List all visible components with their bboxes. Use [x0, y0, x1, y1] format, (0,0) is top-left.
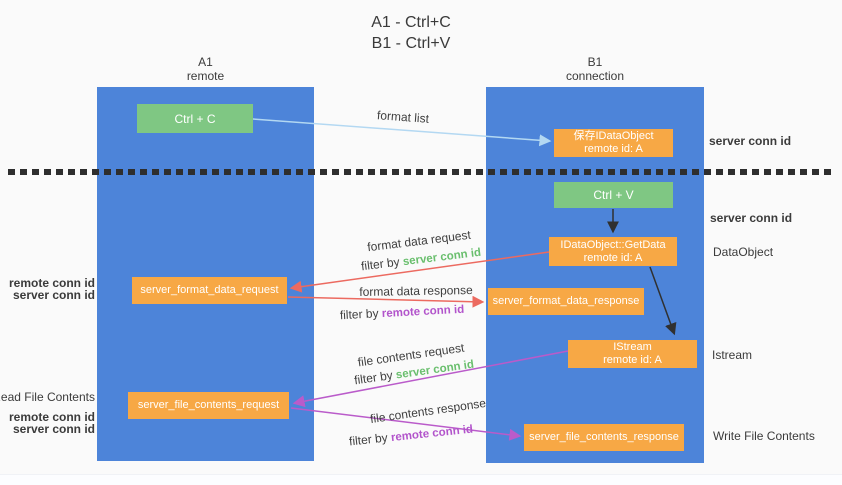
ctrl-c-box: Ctrl + C — [137, 104, 253, 133]
session-separator-line — [8, 169, 834, 175]
write-file-contents-label: Write File Contents — [713, 429, 815, 443]
server-file-contents-response-box: server_file_contents_response — [524, 424, 684, 451]
column-header-a1: A1 remote — [97, 55, 314, 83]
filter-by-text: filter by — [348, 430, 392, 449]
ctrl-c-label: Ctrl + C — [174, 111, 216, 126]
filter-by-remote-conn-id-label-2: filter by remote conn id — [348, 422, 473, 449]
bottom-strip — [0, 474, 842, 485]
server-file-contents-request-label: server_file_contents_request — [137, 399, 280, 411]
server-file-contents-response-label: server_file_contents_response — [529, 431, 679, 443]
format-data-response-label: format data response — [359, 283, 473, 299]
save-idataobject-line1: 保存IDataObject — [573, 130, 654, 142]
remote-conn-id-label-left-2: remote conn id — [8, 410, 95, 424]
column-b1-sublabel: connection — [565, 69, 625, 83]
remote-conn-id-text: remote conn id — [381, 303, 465, 321]
server-conn-id-label-left-2: server conn id — [12, 422, 95, 436]
idataobject-getdata-box: IDataObject::GetData remote id: A — [549, 237, 677, 266]
ctrl-v-box: Ctrl + V — [554, 182, 673, 208]
server-conn-id-label-right-2: server conn id — [710, 211, 793, 225]
column-a1-sublabel: remote — [186, 69, 225, 83]
server-conn-id-label-right-1: server conn id — [709, 134, 792, 148]
dataobject-label: DataObject — [713, 245, 774, 259]
remote-conn-id-text: remote conn id — [390, 423, 474, 445]
column-header-b1: B1 connection — [486, 55, 704, 83]
server-conn-id-text: server conn id — [402, 246, 482, 269]
server-format-data-response-label: server_format_data_response — [492, 295, 640, 307]
filter-by-remote-conn-id-label-1: filter by remote conn id — [339, 302, 464, 322]
server-file-contents-request-box: server_file_contents_request — [128, 392, 289, 419]
istream-box-line2: remote id: A — [603, 354, 662, 366]
column-a1-label: A1 — [198, 55, 213, 69]
format-list-label: format list — [376, 108, 430, 126]
save-idataobject-box: 保存IDataObject remote id: A — [554, 129, 673, 157]
idataobject-getdata-line1: IDataObject::GetData — [560, 238, 666, 251]
istream-box: IStream remote id: A — [568, 340, 697, 368]
istream-box-line1: IStream — [613, 341, 652, 353]
server-conn-id-label-left-1: server conn id — [12, 288, 95, 302]
diagram-title: A1 - Ctrl+C B1 - Ctrl+V — [331, 12, 491, 54]
server-format-data-request-label: server_format_data_request — [140, 284, 279, 296]
title-line-1: A1 - Ctrl+C — [371, 14, 451, 31]
idataobject-getdata-line2: remote id: A — [583, 251, 643, 264]
filter-by-text: filter by — [339, 306, 383, 323]
filter-by-text: filter by — [360, 254, 404, 274]
ctrl-v-label: Ctrl + V — [593, 188, 634, 202]
remote-conn-id-label-left-1: remote conn id — [8, 276, 95, 290]
filter-by-text: filter by — [353, 367, 397, 388]
server-format-data-response-box: server_format_data_response — [488, 288, 644, 315]
read-file-contents-label: Read File Contents — [0, 390, 95, 404]
istream-label: Istream — [712, 348, 753, 362]
column-b1-label: B1 — [587, 55, 603, 69]
save-idataobject-line2: remote id: A — [584, 143, 643, 155]
server-format-data-request-box: server_format_data_request — [132, 277, 287, 304]
title-line-2: B1 - Ctrl+V — [371, 35, 451, 52]
